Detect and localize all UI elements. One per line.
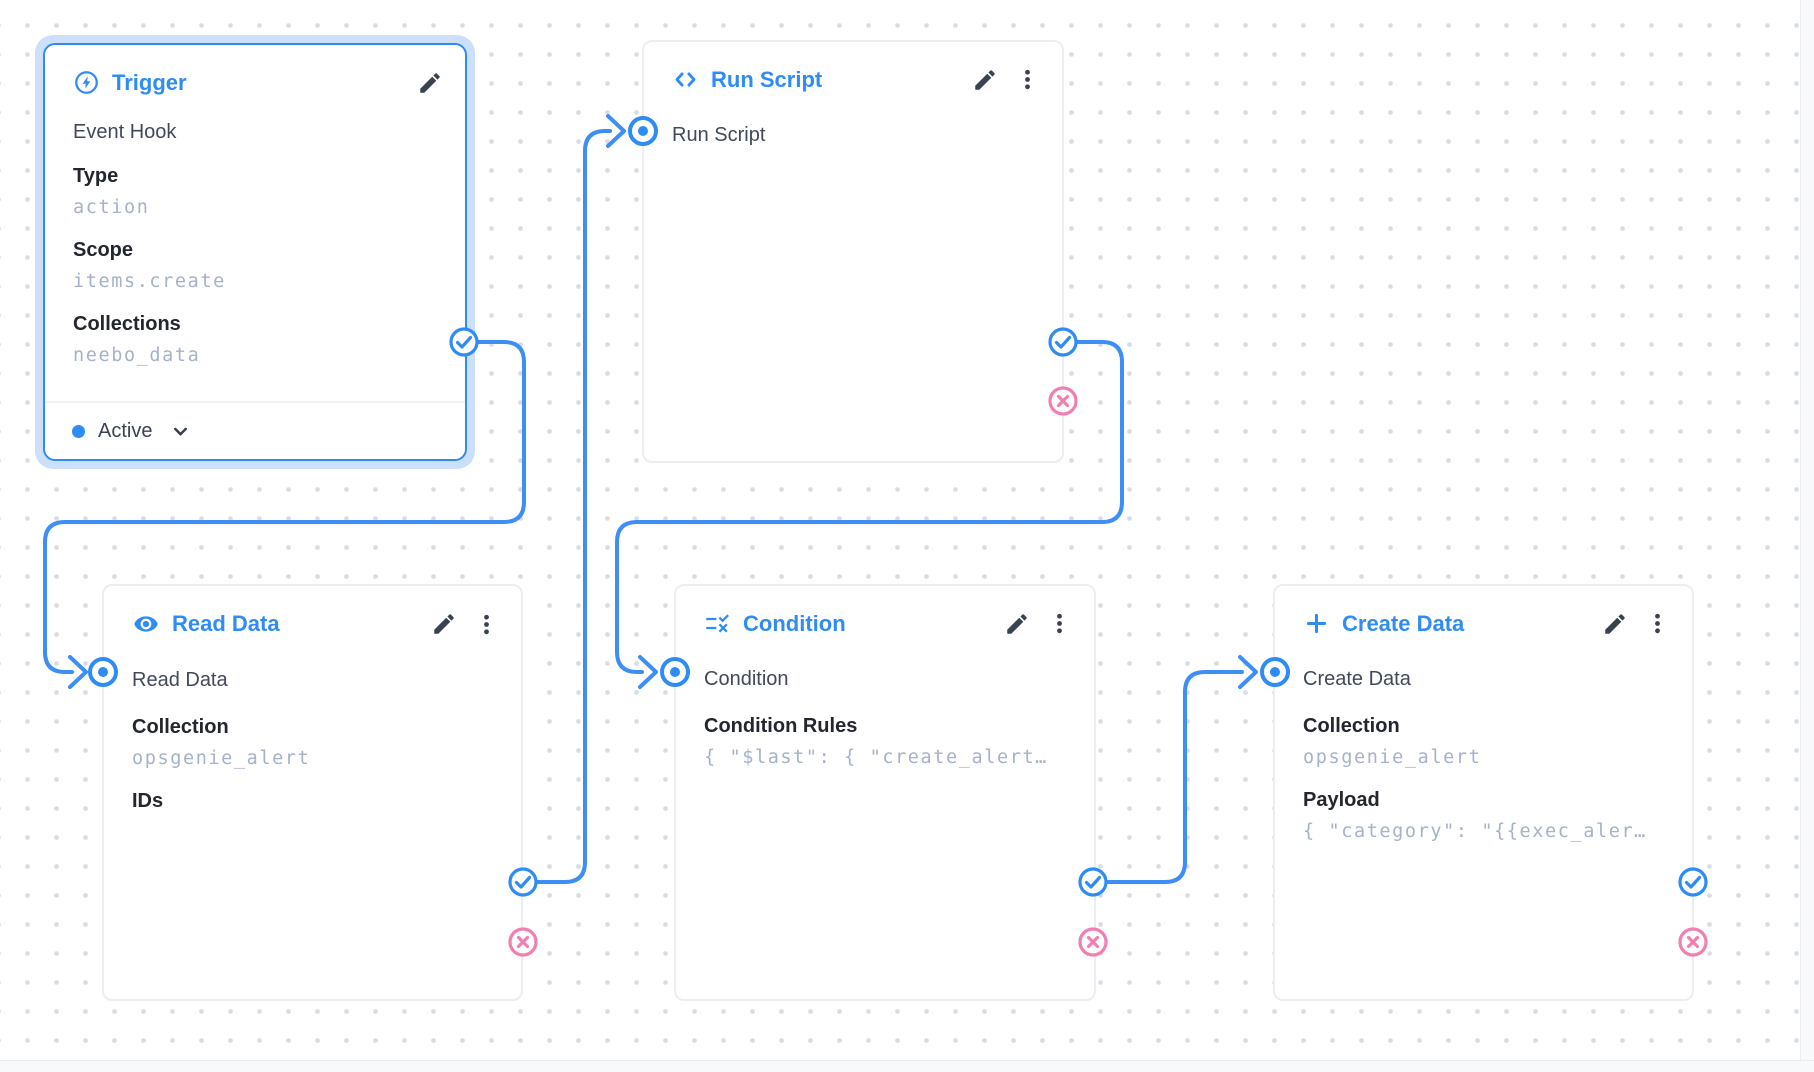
flow-status-dropdown[interactable]: Active: [45, 401, 465, 459]
kebab-menu-icon[interactable]: [1047, 611, 1072, 636]
rule-icon: [704, 610, 731, 637]
reject-connector-condition[interactable]: [1075, 924, 1111, 960]
field-value: items.create: [73, 271, 226, 292]
field-label: IDs: [132, 790, 164, 812]
canvas-scroll-gutter-vertical[interactable]: [1800, 0, 1814, 1072]
field-label: Collection: [132, 716, 229, 738]
resolve-connector-run-script[interactable]: [1045, 324, 1081, 360]
edit-pencil-icon[interactable]: [417, 70, 443, 96]
node-run-script[interactable]: Run Script Run Script: [642, 40, 1064, 463]
field-value: neebo_data: [73, 345, 201, 366]
bolt-circle-icon: [73, 69, 100, 96]
field-value: { "category": "{{exec_aler…: [1303, 821, 1647, 842]
field-value: { "$last": { "create_alert…: [704, 747, 1048, 768]
kebab-menu-icon[interactable]: [1645, 611, 1670, 636]
resolve-connector-trigger[interactable]: [446, 324, 482, 360]
node-title: Condition: [743, 610, 846, 636]
edit-pencil-icon[interactable]: [431, 611, 457, 637]
edit-pencil-icon[interactable]: [1004, 611, 1030, 637]
field-label: Type: [73, 165, 119, 187]
input-connector-condition[interactable]: [657, 654, 693, 690]
node-title: Trigger: [112, 69, 187, 95]
arrowhead-icon: [68, 655, 88, 689]
input-label: Read Data: [132, 668, 228, 691]
node-create-data[interactable]: Create Data Create Data Collection opsge…: [1273, 584, 1694, 1001]
input-connector-run-script[interactable]: [625, 113, 661, 149]
wire-condition-to-create-data: [1106, 670, 1244, 884]
arrowhead-icon: [1238, 655, 1258, 689]
arrowhead-icon: [638, 655, 658, 689]
field-label: Payload: [1303, 789, 1380, 811]
input-label: Run Script: [672, 123, 766, 146]
node-title: Read Data: [172, 611, 280, 636]
status-label: Active: [98, 419, 153, 442]
trigger-type-label: Event Hook: [73, 121, 177, 143]
reject-connector-read-data[interactable]: [505, 924, 541, 960]
edit-pencil-icon[interactable]: [972, 67, 998, 93]
trigger-card-selection-halo: Trigger Event Hook Type action Scope ite…: [35, 35, 475, 469]
node-trigger[interactable]: Trigger Event Hook Type action Scope ite…: [43, 43, 467, 461]
field-value: opsgenie_alert: [1303, 747, 1482, 768]
node-title: Run Script: [711, 66, 823, 92]
eye-icon: [132, 610, 160, 638]
canvas-scroll-gutter-horizontal[interactable]: [0, 1060, 1814, 1072]
input-label: Condition: [704, 667, 789, 690]
input-label: Create Data: [1303, 667, 1411, 690]
node-title: Create Data: [1342, 610, 1465, 636]
field-label: Collections: [73, 313, 181, 335]
reject-connector-create-data[interactable]: [1675, 924, 1711, 960]
edit-pencil-icon[interactable]: [1602, 611, 1628, 637]
node-read-data[interactable]: Read Data Read Data Collection opsgenie_…: [102, 584, 523, 1001]
field-value: opsgenie_alert: [132, 748, 311, 769]
field-value: action: [73, 197, 150, 218]
resolve-connector-condition[interactable]: [1075, 864, 1111, 900]
field-label: Condition Rules: [704, 715, 858, 737]
kebab-menu-icon[interactable]: [1015, 67, 1040, 92]
node-condition[interactable]: Condition Condition Condition Rules { "$…: [674, 584, 1096, 1001]
reject-connector-run-script[interactable]: [1045, 383, 1081, 419]
resolve-connector-create-data[interactable]: [1675, 864, 1711, 900]
field-label: Collection: [1303, 715, 1400, 737]
chevron-down-icon: [169, 420, 192, 443]
kebab-menu-icon[interactable]: [474, 612, 499, 637]
resolve-connector-read-data[interactable]: [505, 864, 541, 900]
input-connector-read-data[interactable]: [85, 654, 121, 690]
plus-icon: [1303, 610, 1330, 637]
input-connector-create-data[interactable]: [1257, 654, 1293, 690]
arrowhead-icon: [606, 114, 626, 148]
status-active-dot: [72, 424, 85, 438]
code-icon: [672, 66, 699, 93]
wire-read-data-to-run-script: [536, 129, 612, 884]
field-label: Scope: [73, 239, 134, 261]
